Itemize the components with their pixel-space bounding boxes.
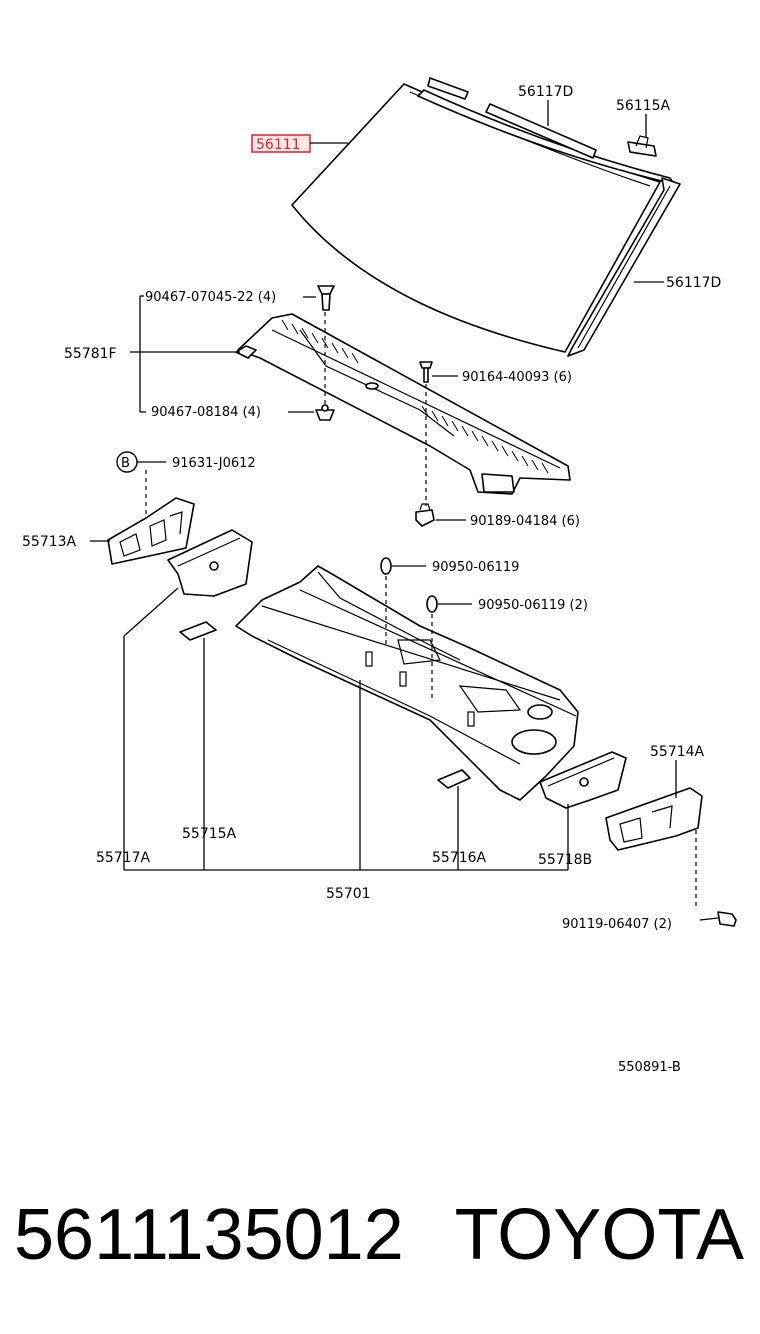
bolt-90119[interactable]	[699, 911, 737, 927]
parts-diagram: 56111 56117D 56115A 56117D	[22, 77, 737, 1075]
callout-90189-label: 90189-04184 (6)	[470, 514, 580, 529]
callout-56117d-side: 56117D	[634, 275, 721, 291]
callout-plug-1: 90950-06119	[392, 560, 519, 575]
brace-55715a[interactable]	[179, 621, 217, 641]
callout-56111-label: 56111	[256, 137, 301, 153]
callout-56115a: 56115A	[616, 98, 671, 138]
callout-55701-label: 55701	[326, 886, 371, 902]
bottom-leader-tree	[123, 587, 569, 871]
callout-91631-label: 91631-J0612	[172, 456, 256, 471]
callout-clip-upper-label: 90467-07045-22 (4)	[145, 290, 276, 305]
brace-55717a[interactable]	[167, 529, 253, 597]
callout-55713a: 55713A	[22, 534, 110, 550]
brace-55716a[interactable]	[437, 769, 471, 789]
screw-cowl[interactable]	[419, 361, 433, 383]
diagram-reference-code: 550891-B	[618, 1060, 681, 1075]
callout-plug-1-label: 90950-06119	[432, 560, 519, 575]
mirror-stay[interactable]	[627, 135, 657, 157]
callout-56117d-top-label: 56117D	[518, 84, 573, 100]
plug-90950-2[interactable]	[426, 595, 438, 613]
callout-56117d-top: 56117D	[518, 84, 573, 126]
callout-56115a-label: 56115A	[616, 98, 671, 114]
callout-90119-label: 90119-06407 (2)	[562, 917, 672, 932]
callout-55715a-label: 55715A	[182, 826, 237, 842]
callout-55718b-label: 55718B	[538, 852, 592, 868]
circle-b-marker: B 91631-J0612	[116, 451, 256, 518]
nut-cowl[interactable]	[415, 503, 435, 527]
callout-90119: 90119-06407 (2)	[562, 917, 672, 932]
callout-plug-2-label: 90950-06119 (2)	[478, 598, 588, 613]
callout-plug-2: 90950-06119 (2)	[438, 598, 588, 613]
callout-bracket-clips: 90467-07045-22 (4) 90467-08184 (4)	[139, 290, 316, 420]
callout-55717a-label: 55717A	[96, 850, 151, 866]
circle-b-label: B	[121, 456, 130, 471]
bracket-55713a[interactable]	[107, 497, 195, 565]
plug-90950-1[interactable]	[380, 557, 392, 575]
callout-55714a: 55714A	[650, 744, 705, 798]
louver-hatch	[281, 319, 549, 474]
callout-56111[interactable]: 56111	[251, 134, 348, 153]
brand-name: TOYOTA	[454, 1195, 744, 1275]
clip-upper[interactable]	[317, 285, 335, 311]
callout-56117d-side-label: 56117D	[666, 275, 721, 291]
clip-lower[interactable]	[315, 404, 335, 421]
side-moulding[interactable]	[567, 177, 681, 357]
cowl-louver[interactable]	[235, 313, 571, 495]
callout-90189: 90189-04184 (6)	[436, 514, 580, 529]
callout-clip-lower-label: 90467-08184 (4)	[151, 405, 261, 420]
callout-55781f: 55781F	[64, 346, 240, 362]
cowl-panel-55701[interactable]	[235, 565, 579, 801]
callout-55716a-label: 55716A	[432, 850, 487, 866]
callout-55781f-label: 55781F	[64, 346, 117, 362]
callout-55714a-label: 55714A	[650, 744, 705, 760]
callout-90164: 90164-40093 (6)	[432, 370, 572, 385]
brace-55718b[interactable]	[539, 751, 627, 809]
bracket-55714a[interactable]	[605, 787, 703, 851]
callout-90164-label: 90164-40093 (6)	[462, 370, 572, 385]
footer: 5611135012 TOYOTA	[0, 1180, 760, 1300]
callout-55713a-label: 55713A	[22, 534, 77, 550]
part-number: 5611135012	[14, 1195, 404, 1275]
